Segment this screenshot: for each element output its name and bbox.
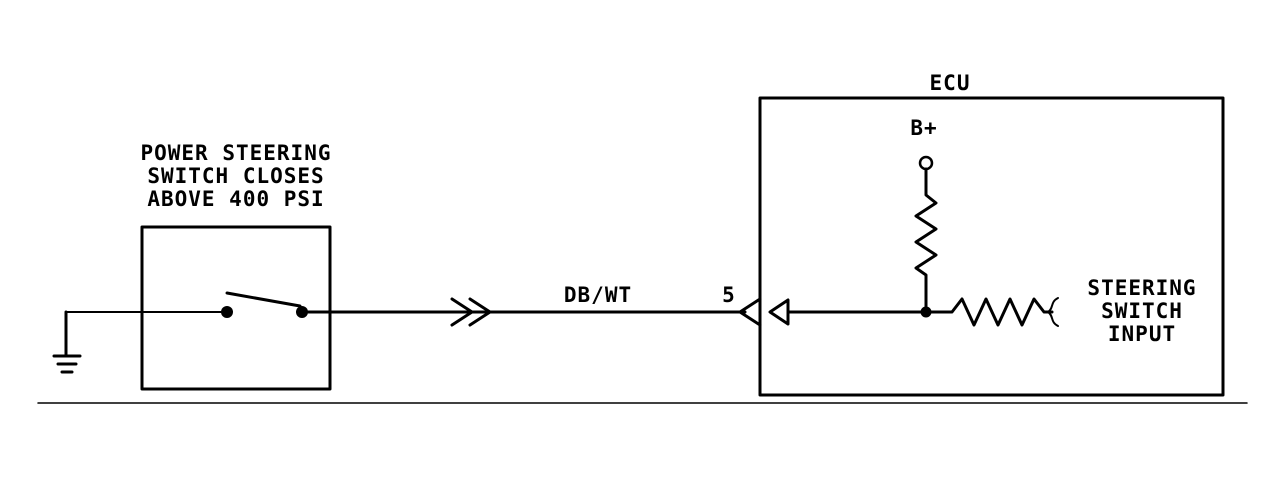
switch-contact-left [221,306,233,318]
b-plus-terminal [918,155,934,171]
ecu-box [758,96,1225,397]
input-label-line3: INPUT [1107,322,1177,346]
input-label-line1: STEERING [1087,276,1197,300]
switch-label-line1: POWER STEERING [140,141,332,165]
ecu-label: ECU [929,71,971,95]
ground-symbol [52,310,82,374]
input-label-line2: SWITCH [1101,299,1183,323]
series-resistor [924,297,1054,327]
wire-color-label: DB/WT [563,283,633,307]
power-steering-switch-box [140,225,332,391]
ecu-input-arrow [768,298,790,326]
connector-female-chevron [738,297,762,327]
b-plus-label: B+ [910,116,938,140]
switch-label-line2: SWITCH CLOSES [147,164,325,188]
connector-male-chevrons [450,297,492,327]
input-brace [1047,297,1059,327]
switch-contact-arm [225,291,302,308]
switch-contact-right [296,306,308,318]
junction-dot [920,306,932,318]
pull-up-resistor [914,167,938,314]
steering-input-label: STEERING SWITCH INPUT [1062,277,1222,346]
switch-label-line3: ABOVE 400 PSI [147,187,325,211]
pin-number-label: 5 [722,283,736,307]
switch-label: POWER STEERING SWITCH CLOSES ABOVE 400 P… [116,142,356,211]
